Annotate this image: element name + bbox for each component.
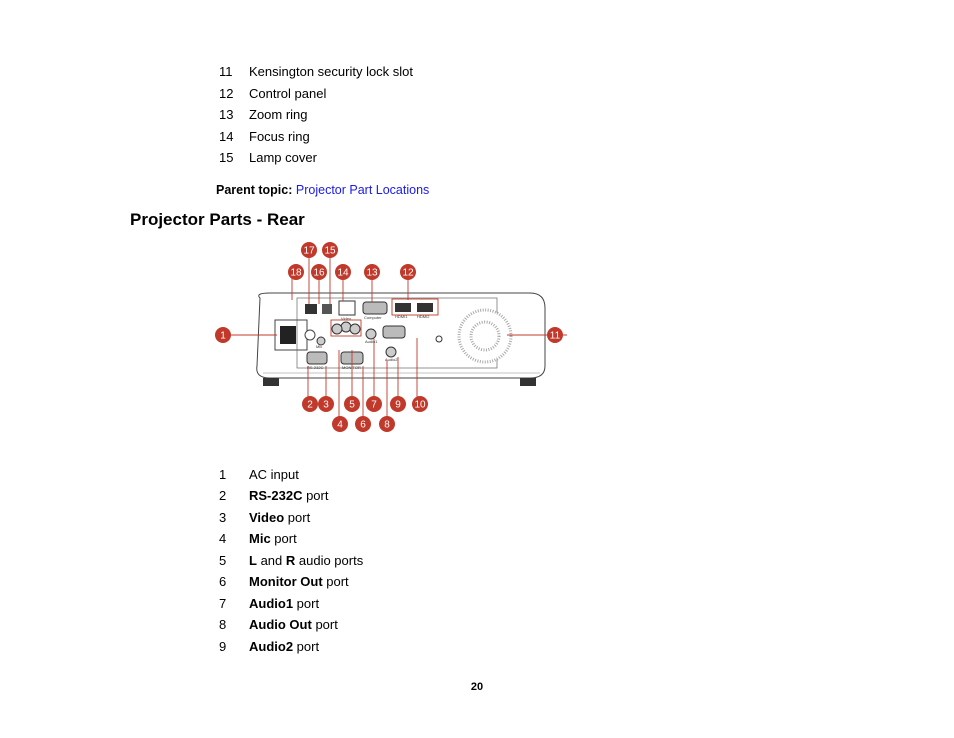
callout-10: 10	[412, 396, 428, 412]
port-label-computer: Computer	[364, 315, 382, 320]
callout-6: 6	[355, 416, 371, 432]
rs232c-port	[306, 351, 328, 365]
usb-b-port	[322, 304, 332, 314]
callout-12: 12	[400, 264, 416, 280]
parent-topic-link[interactable]: Projector Part Locations	[295, 183, 430, 197]
svg-text:5: 5	[349, 400, 355, 411]
port-label-mic: Mic	[316, 344, 322, 349]
callout-15: 15	[322, 242, 338, 258]
computer-port	[362, 301, 388, 315]
ac-inlet	[280, 326, 296, 344]
callout-17: 17	[301, 242, 317, 258]
svg-text:11: 11	[550, 331, 561, 342]
callout-18: 18	[288, 264, 304, 280]
section-title: Projector Parts - Rear	[130, 210, 305, 229]
page-number: 20	[470, 681, 484, 693]
callout-1: 1	[215, 327, 231, 343]
svg-text:17: 17	[303, 246, 315, 257]
hdmi2-port	[417, 303, 433, 312]
svg-text:9: 9	[395, 400, 401, 411]
port-label-monitor: MONITOR	[342, 365, 361, 370]
hdmi1-port	[395, 303, 411, 312]
callout-4: 4	[332, 416, 348, 432]
callout-2: 2	[302, 396, 318, 412]
usb-port	[305, 304, 317, 314]
speaker-grille	[457, 308, 513, 364]
svg-text:13: 13	[366, 268, 378, 279]
parent-topic: Parent topic: Projector Part Locations	[216, 183, 429, 197]
port-label-hdmi1: HDMI1	[395, 314, 408, 319]
port-label-video: Video	[341, 316, 352, 321]
callout-16: 16	[311, 264, 327, 280]
svg-text:7: 7	[371, 400, 377, 411]
video-port	[340, 321, 352, 333]
callout-13: 13	[364, 264, 380, 280]
port-label-audio2: Audio2	[385, 357, 398, 362]
svg-text:18: 18	[290, 268, 302, 279]
callout-7: 7	[366, 396, 382, 412]
lan-port	[338, 300, 356, 316]
left-foot	[263, 378, 279, 386]
port-label-audio1: Audio1	[365, 339, 378, 344]
svg-text:2: 2	[307, 400, 313, 411]
callout-3: 3	[318, 396, 334, 412]
svg-text:14: 14	[337, 268, 349, 279]
audio1-port	[365, 328, 377, 340]
callout-9: 9	[390, 396, 406, 412]
svg-text:12: 12	[402, 268, 414, 279]
svg-text:3: 3	[323, 400, 329, 411]
computer2-port	[382, 325, 406, 339]
audio2-port	[385, 346, 397, 358]
mic-port	[316, 336, 326, 346]
callout-8: 8	[379, 416, 395, 432]
screw	[435, 335, 443, 343]
callout-5: 5	[344, 396, 360, 412]
audio-l-port	[331, 323, 343, 335]
svg-text:10: 10	[414, 400, 426, 411]
svg-text:8: 8	[384, 420, 390, 431]
parent-topic-label: Parent topic:	[216, 183, 293, 197]
svg-text:1: 1	[220, 331, 226, 342]
right-foot	[520, 378, 536, 386]
svg-text:6: 6	[360, 420, 366, 431]
audio-r-port	[349, 323, 361, 335]
callout-14: 14	[335, 264, 351, 280]
svg-text:4: 4	[337, 420, 343, 431]
port-label-hdmi2: HDMI2	[417, 314, 430, 319]
svg-text:16: 16	[313, 268, 325, 279]
port-label-rs232c: RS-232C	[307, 365, 324, 370]
projector-rear-figure: RS-232C MONITOR Computer HDMI1 HDMI2 Vid…	[215, 242, 567, 432]
callout-11: 11	[547, 327, 563, 343]
svg-text:15: 15	[324, 246, 336, 257]
